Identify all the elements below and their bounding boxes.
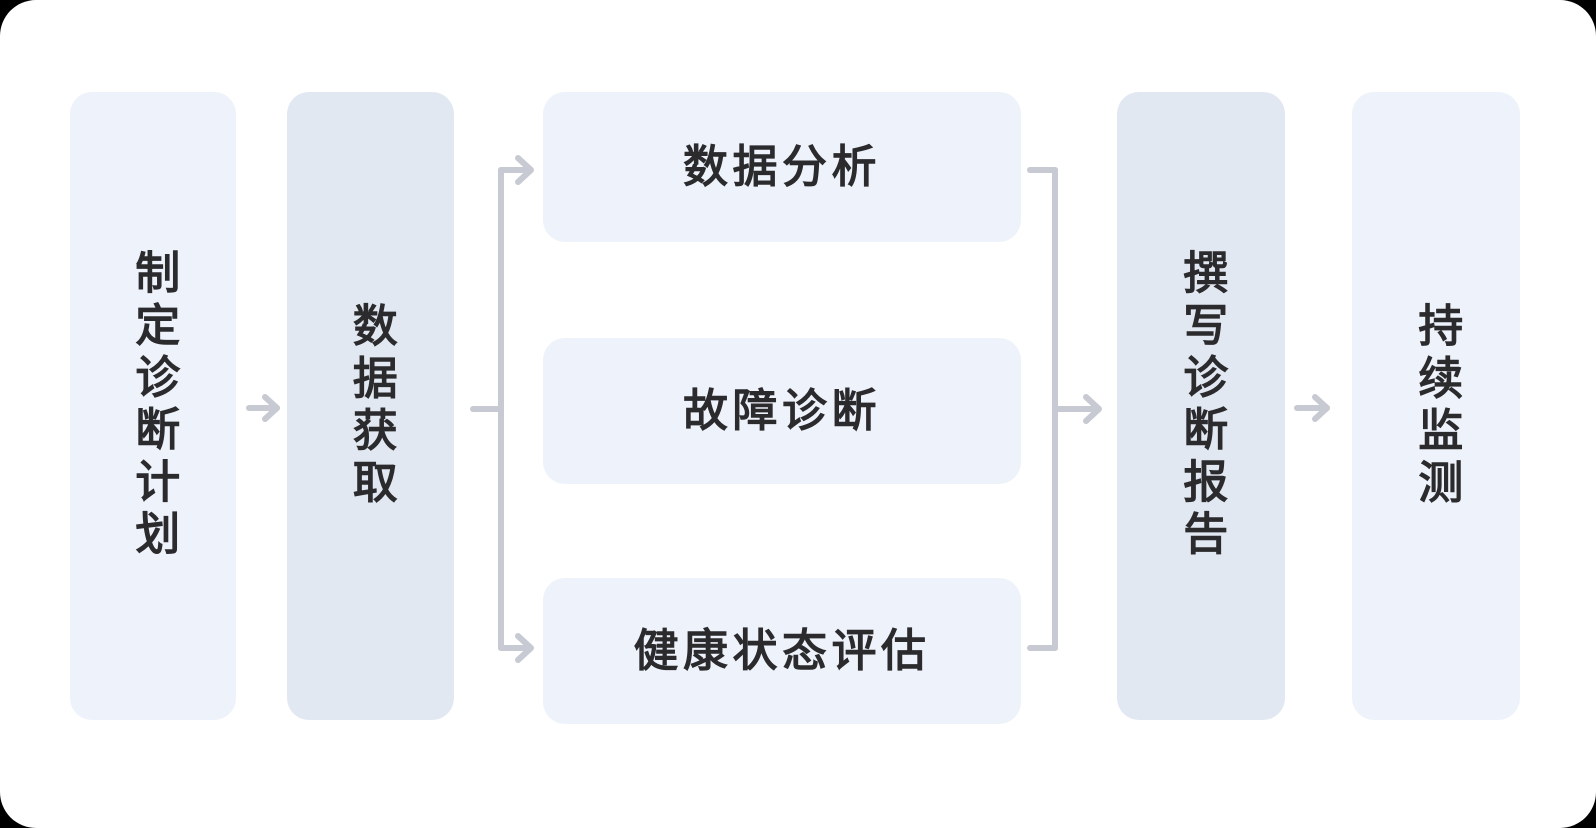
node-plan[interactable]: 制定诊断计划 — [70, 92, 236, 720]
node-plan-label: 制定诊断计划 — [128, 249, 180, 563]
node-report-label: 撰写诊断报告 — [1176, 249, 1228, 563]
node-acquire[interactable]: 数据获取 — [287, 92, 454, 720]
node-health[interactable]: 健康状态评估 — [543, 578, 1021, 724]
edge-merge-to-report — [1052, 394, 1102, 424]
edge-acquire-to-analysis — [498, 155, 534, 185]
edge-acquire-to-health — [498, 633, 534, 663]
edge-report-to-monitor — [1294, 394, 1330, 422]
node-analysis-label: 数据分析 — [682, 140, 881, 192]
node-acquire-label: 数据获取 — [345, 301, 397, 511]
node-fault[interactable]: 故障诊断 — [543, 338, 1021, 484]
node-health-label: 健康状态评估 — [633, 624, 931, 676]
node-report[interactable]: 撰写诊断报告 — [1117, 92, 1285, 720]
edge-plan-to-acquire — [246, 394, 280, 422]
node-monitor-label: 持续监测 — [1411, 301, 1463, 511]
node-fault-label: 故障诊断 — [682, 384, 881, 436]
node-analysis[interactable]: 数据分析 — [543, 92, 1021, 242]
node-monitor[interactable]: 持续监测 — [1352, 92, 1520, 720]
